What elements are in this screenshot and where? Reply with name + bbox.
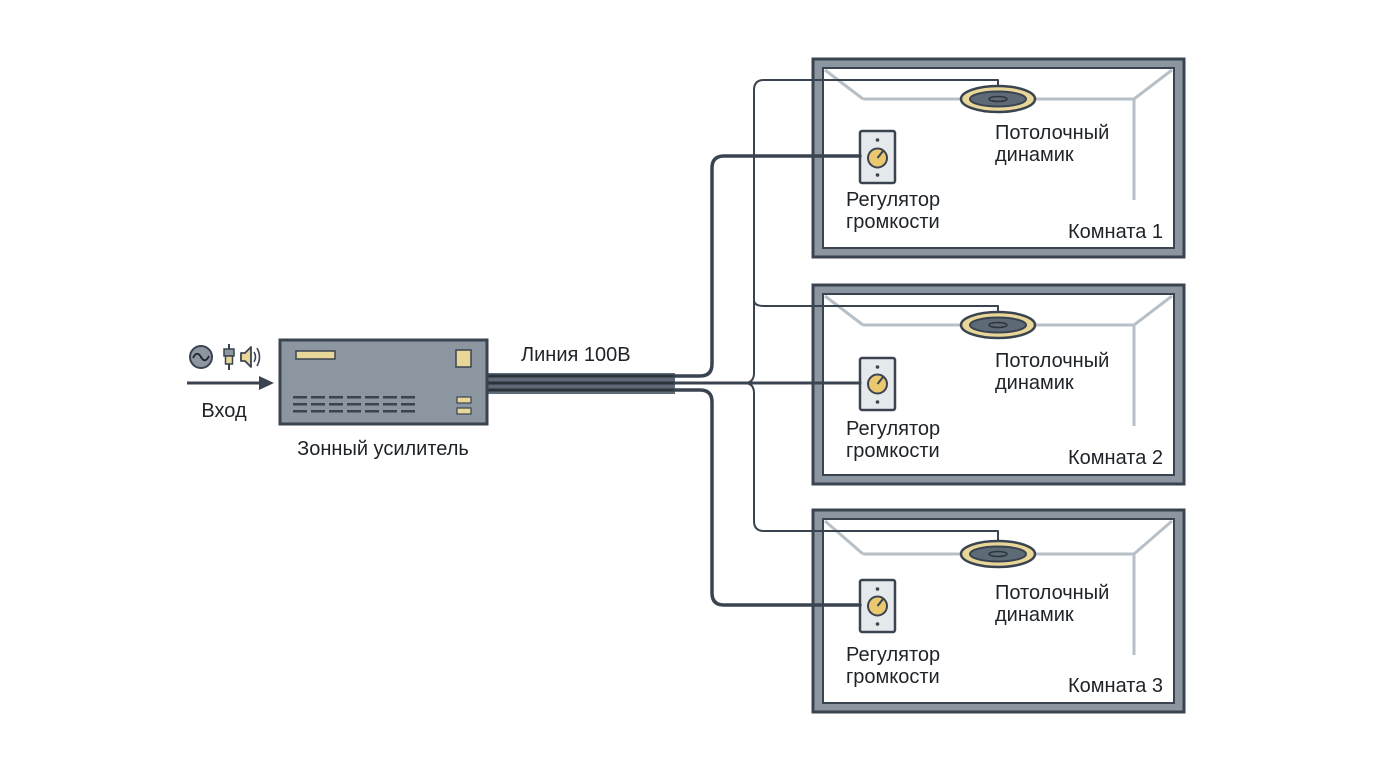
room-1-name: Комната 1: [1068, 221, 1163, 243]
speaker-label-line2: динамик: [995, 372, 1074, 394]
wiring: [485, 79, 999, 607]
speaker-label-line1: Потолочный: [995, 350, 1109, 372]
wire-to-control-3: [673, 388, 862, 607]
volume-control-icon[interactable]: [858, 578, 897, 634]
plug-icon: [223, 344, 235, 370]
amplifier-button[interactable]: [456, 407, 472, 415]
volume-control-icon[interactable]: [858, 129, 897, 185]
control-label-line2: громкости: [846, 666, 940, 688]
room-2: Потолочный динамик Регулятор громкости К…: [811, 283, 1186, 486]
volume-control-icon[interactable]: [858, 356, 897, 412]
control-label-line2: громкости: [846, 211, 940, 233]
wire-to-speaker-3: [743, 382, 999, 542]
control-label-line2: громкости: [846, 440, 940, 462]
wire-to-control-1: [673, 154, 862, 378]
amplifier-vent-grille: [293, 396, 415, 413]
input-sources: [187, 344, 274, 390]
control-label-line1: Регулятор: [846, 418, 940, 440]
speaker-label-line2: динамик: [995, 604, 1074, 626]
ceiling-speaker-icon: [959, 539, 1037, 569]
speaker-label-line1: Потолочный: [995, 122, 1109, 144]
amplifier-button[interactable]: [456, 396, 472, 404]
ceiling-speaker-icon: [959, 310, 1037, 340]
speaker-label-line2: динамик: [995, 144, 1074, 166]
speaker-icon: [240, 346, 261, 368]
amplifier-display: [295, 350, 336, 360]
amplifier-power-button[interactable]: [455, 349, 472, 368]
speaker-label-line1: Потолочный: [995, 582, 1109, 604]
room-2-name: Комната 2: [1068, 447, 1163, 469]
room-3: Потолочный динамик Регулятор громкости К…: [811, 508, 1186, 714]
ac-sine-icon: [189, 345, 213, 369]
input-arrow-icon: [187, 376, 274, 390]
room-3-name: Комната 3: [1068, 675, 1163, 697]
line-100v-label: Линия 100В: [521, 344, 631, 366]
room-1: Потолочный динамик Регулятор громкости К…: [811, 57, 1186, 259]
ceiling-speaker-icon: [959, 84, 1037, 114]
control-label-line1: Регулятор: [846, 644, 940, 666]
amplifier-label: Зонный усилитель: [297, 438, 469, 460]
control-label-line1: Регулятор: [846, 189, 940, 211]
wire-to-speaker-2: [753, 299, 999, 313]
wire-to-speaker-1: [674, 79, 999, 384]
input-label: Вход: [201, 400, 247, 422]
zone-amplifier: [278, 338, 489, 426]
